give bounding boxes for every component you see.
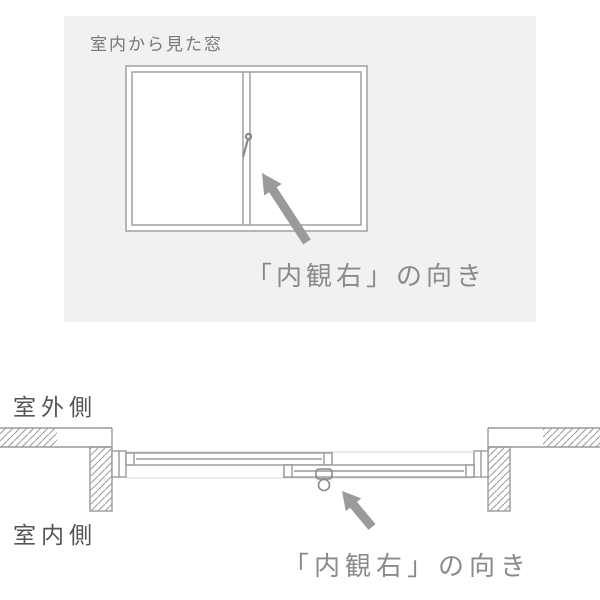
window-section-drawing bbox=[0, 427, 600, 530]
crescent-lock-section-icon bbox=[315, 468, 333, 492]
indoor-side-label: 室内側 bbox=[13, 522, 97, 548]
wall-right bbox=[487, 427, 600, 512]
wall-pier-right bbox=[487, 446, 511, 512]
interior-view-panel: 室内から見た窓 「内観右」の向き bbox=[64, 16, 536, 322]
outdoor-side-label: 室外側 bbox=[13, 394, 97, 420]
frame-jambs bbox=[111, 450, 489, 479]
direction-label-top: 「内観右」の向き bbox=[246, 261, 487, 291]
crescent-lock-icon bbox=[241, 132, 253, 158]
panel-title: 室内から見た窓 bbox=[90, 35, 223, 54]
sash-outer bbox=[125, 452, 333, 466]
sash-inner bbox=[283, 464, 475, 478]
wall-pier-left bbox=[89, 446, 113, 512]
window-inner-frame bbox=[131, 71, 362, 226]
direction-arrow-icon bbox=[262, 173, 311, 245]
wall-left bbox=[0, 427, 113, 512]
direction-label-bottom: 「内観右」の向き bbox=[283, 551, 532, 581]
window-elevation-drawing bbox=[125, 65, 368, 245]
direction-arrow-icon bbox=[342, 491, 376, 530]
